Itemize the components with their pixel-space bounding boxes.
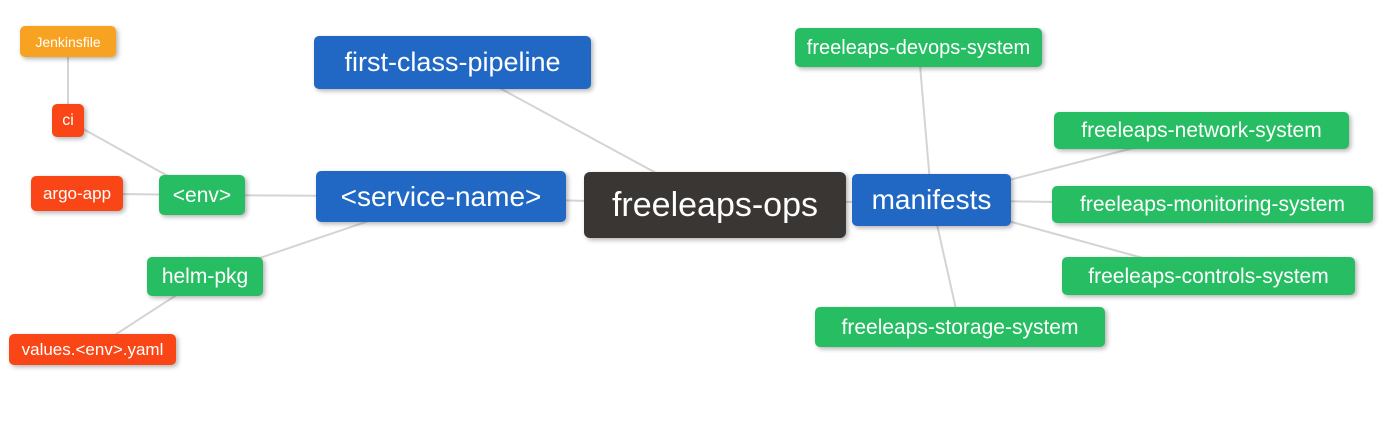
- node-freeleaps-monitoring-system[interactable]: freeleaps-monitoring-system: [1052, 186, 1373, 223]
- node-values-env-yaml[interactable]: values.<env>.yaml: [9, 334, 176, 365]
- node-freeleaps-storage-system[interactable]: freeleaps-storage-system: [815, 307, 1105, 347]
- node-first-class-pipeline[interactable]: first-class-pipeline: [314, 36, 591, 89]
- node-argo-app[interactable]: argo-app: [31, 176, 123, 211]
- node-env[interactable]: <env>: [159, 175, 245, 215]
- node-ci[interactable]: ci: [52, 104, 84, 137]
- node-freeleaps-devops-system[interactable]: freeleaps-devops-system: [795, 28, 1042, 67]
- node-jenkinsfile[interactable]: Jenkinsfile: [20, 26, 116, 57]
- node-freeleaps-controls-system[interactable]: freeleaps-controls-system: [1062, 257, 1355, 295]
- node-manifests[interactable]: manifests: [852, 174, 1011, 226]
- node-service-name[interactable]: <service-name>: [316, 171, 566, 222]
- node-helm-pkg[interactable]: helm-pkg: [147, 257, 263, 296]
- node-freeleaps-network-system[interactable]: freeleaps-network-system: [1054, 112, 1349, 149]
- node-freeleaps-ops-root[interactable]: freeleaps-ops: [584, 172, 846, 238]
